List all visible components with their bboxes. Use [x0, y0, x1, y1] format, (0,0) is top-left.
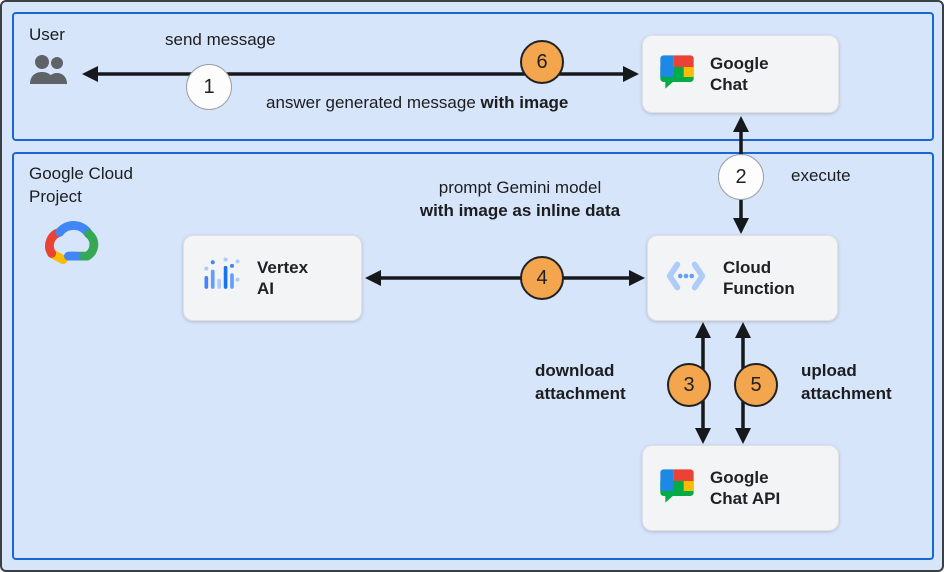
prompt-gemini-line1: prompt Gemini model [438, 178, 602, 197]
answer-label-bold: with image [480, 93, 569, 112]
download-attachment-label: download attachment [535, 361, 626, 403]
step-circle-6: 6 [520, 40, 564, 84]
step-circle-1: 1 [186, 64, 232, 110]
user-section-label: User [29, 25, 65, 44]
step-circle-3: 3 [667, 363, 711, 407]
answer-label-normal: answer generated message [266, 93, 481, 112]
answer-message-label: answer generated message with image [266, 92, 568, 115]
step-circle-2: 2 [718, 154, 764, 200]
upload-attachment-label: upload attachment [801, 361, 892, 403]
cloud-function-node: Cloud Function [647, 235, 838, 321]
prompt-gemini-label: prompt Gemini model with image as inline… [382, 177, 658, 223]
execute-label: execute [791, 166, 851, 185]
prompt-gemini-line2: with image as inline data [419, 200, 621, 220]
google-chat-api-node: Google Chat API [642, 445, 839, 531]
cloud-functions-icon [662, 253, 710, 304]
google-cloud-project-frame [12, 152, 934, 560]
step-circle-5: 5 [734, 363, 778, 407]
people-icon [28, 52, 72, 93]
google-cloud-logo [42, 218, 102, 271]
google-chat-node: Google Chat [642, 35, 839, 113]
cloud-function-node-label: Cloud Function [723, 257, 795, 298]
user-section-frame [12, 12, 934, 141]
google-chat-icon [657, 52, 697, 97]
vertex-ai-node: Vertex AI [183, 235, 362, 321]
vertex-ai-node-label: Vertex AI [257, 257, 309, 298]
vertex-ai-icon [198, 254, 244, 303]
step-circle-4: 4 [520, 256, 564, 300]
google-chat-api-node-label: Google Chat API [710, 467, 781, 508]
send-message-label: send message [165, 30, 276, 49]
google-cloud-project-label: Google Cloud Project [29, 164, 133, 206]
google-chat-node-label: Google Chat [710, 53, 769, 94]
google-chat-icon [657, 466, 697, 511]
